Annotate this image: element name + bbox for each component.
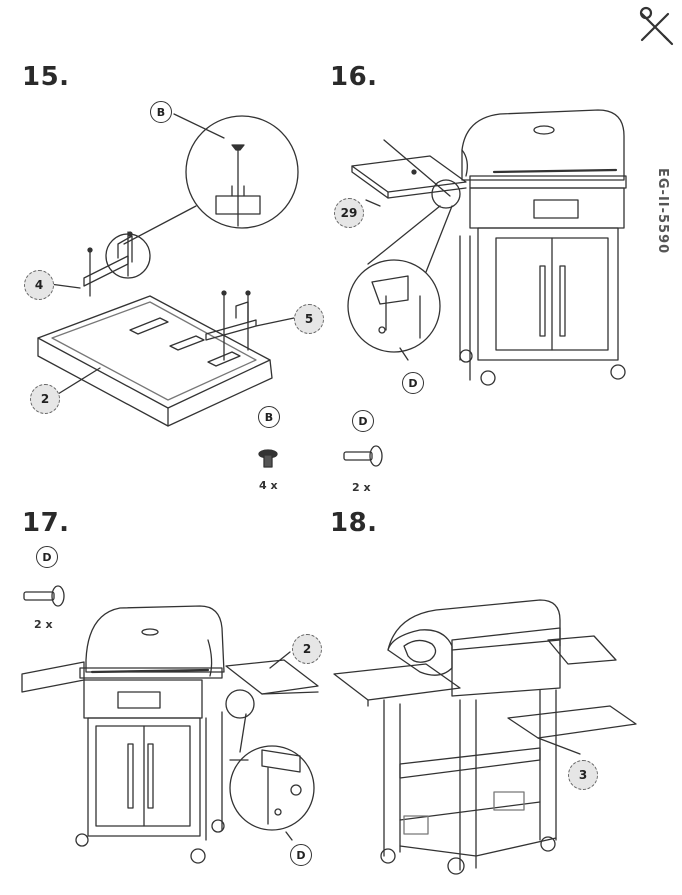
bolt-d-icon bbox=[343, 445, 383, 467]
bolt-b-callout: B bbox=[150, 101, 172, 123]
step16-drawing bbox=[343, 109, 627, 467]
part-2-callout-17: 2 bbox=[292, 634, 322, 664]
part-2-callout: 2 bbox=[30, 384, 60, 414]
step-18-title: 18. bbox=[330, 508, 378, 538]
part-3-callout: 3 bbox=[568, 760, 598, 790]
bolt-d-icon-17 bbox=[23, 585, 65, 607]
bolt-d-callout-17: D bbox=[290, 844, 312, 866]
wrench-screwdriver-icon bbox=[639, 6, 674, 46]
legend-d-label-17: D bbox=[36, 546, 58, 568]
step18-drawing bbox=[333, 599, 637, 875]
legend-b-label: B bbox=[258, 406, 280, 428]
step-17-title: 17. bbox=[22, 508, 70, 538]
legend-d-quantity-16: 2 x bbox=[352, 481, 371, 494]
part-5-callout: 5 bbox=[294, 304, 324, 334]
legend-d-label-16: D bbox=[352, 410, 374, 432]
legend-d-quantity-17: 2 x bbox=[34, 618, 53, 631]
bolt-b-icon bbox=[258, 449, 278, 468]
step15-drawing bbox=[37, 113, 299, 468]
step-15-title: 15. bbox=[22, 62, 70, 92]
step-16-title: 16. bbox=[330, 62, 378, 92]
part-4-callout: 4 bbox=[24, 270, 54, 300]
part-29-callout: 29 bbox=[334, 198, 364, 228]
step17-drawing bbox=[21, 585, 319, 864]
model-code: EG-II-5590 bbox=[655, 168, 670, 255]
legend-b-quantity: 4 x bbox=[259, 479, 278, 492]
bolt-d-callout-16: D bbox=[402, 372, 424, 394]
